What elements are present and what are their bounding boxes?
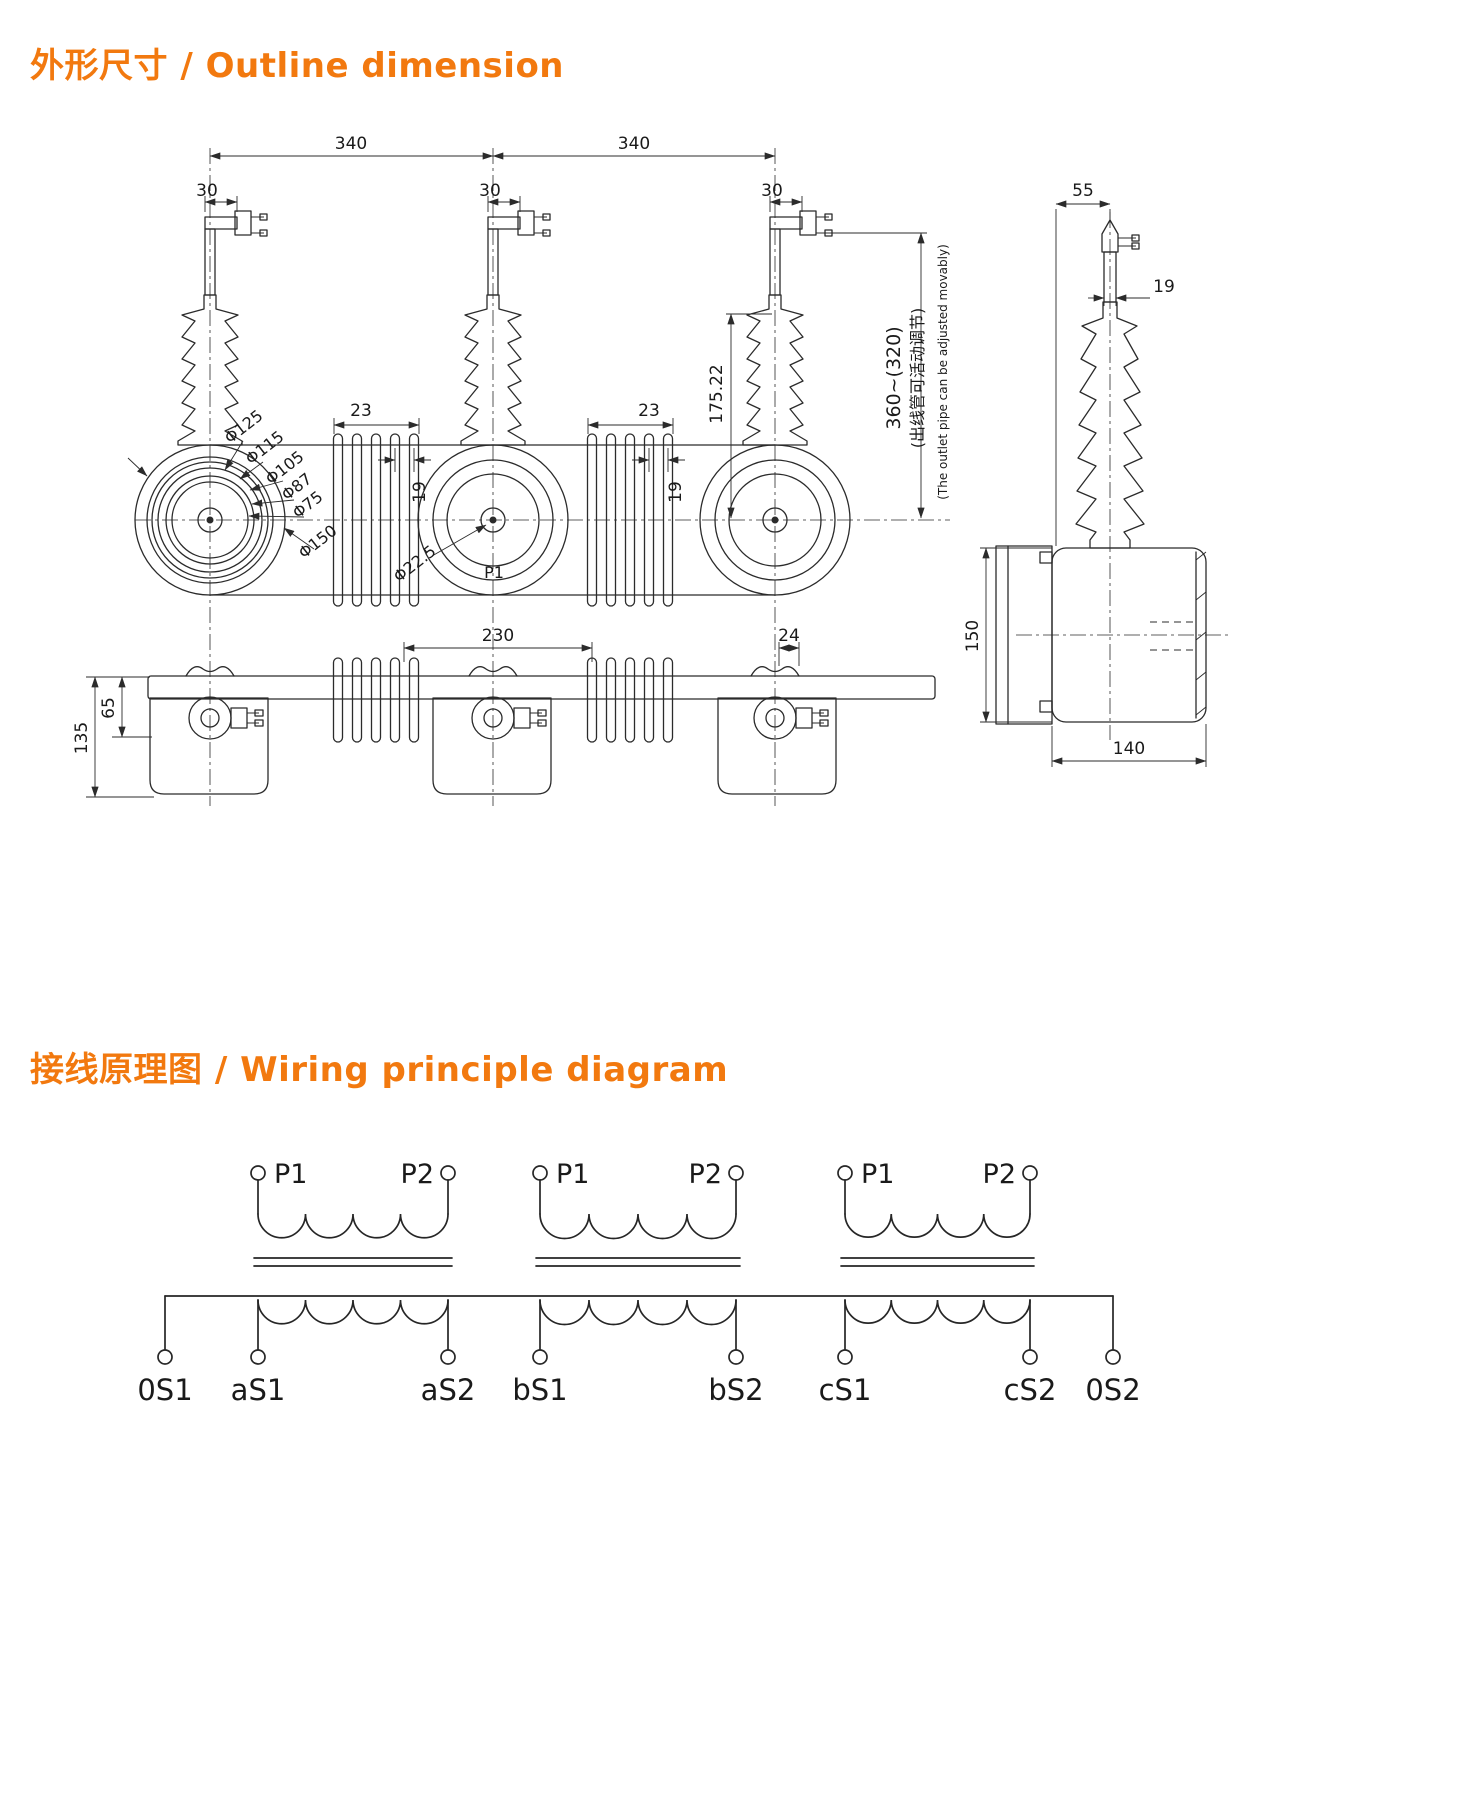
center-lines <box>135 148 1230 806</box>
unit-a-p1-label: P1 <box>274 1159 307 1190</box>
front-view <box>134 210 851 607</box>
p1-terminal-mark: P1 <box>484 563 504 582</box>
unit-b-p1-label: P1 <box>556 1159 589 1190</box>
dim-offset-1: 30 <box>196 181 218 201</box>
terminal-cs2: cS2 <box>1004 1373 1057 1407</box>
dim-span-left: 340 <box>335 134 367 154</box>
dim-offset-3: 30 <box>761 181 783 201</box>
dim-fin-group-2: 23 <box>638 401 660 421</box>
terminal-bs2: bS2 <box>708 1373 763 1407</box>
dim-adjust-range: 360~(320) <box>883 326 905 429</box>
wiring-principle-diagram: P1 P2 P1 P2 P1 P2 0S1 aS1 aS2 bS1 bS2 <box>137 1159 1140 1407</box>
wiring-unit-a: P1 P2 <box>250 1159 456 1365</box>
terminal-0s2: 0S2 <box>1085 1373 1140 1407</box>
adjust-note-en: (The outlet pipe can be adjusted movably… <box>936 244 950 500</box>
front-unit-1-core <box>134 444 286 596</box>
dim-bottom-65: 65 <box>99 697 119 719</box>
terminal-bs1: bS1 <box>512 1373 567 1407</box>
terminal-as2: aS2 <box>421 1373 476 1407</box>
dim-bottom-135: 135 <box>72 722 92 754</box>
front-unit-2-core <box>417 444 569 596</box>
dim-offset-2: 30 <box>479 181 501 201</box>
unit-a-p2-label: P2 <box>401 1159 434 1190</box>
terminal-cs1: cS1 <box>819 1373 872 1407</box>
dim-side-140: 140 <box>1113 739 1145 759</box>
wiring-unit-c: P1 P2 <box>837 1159 1038 1365</box>
dim-bottom-230: 230 <box>482 626 514 646</box>
wiring-terminal-labels: 0S1 aS1 aS2 bS1 bS2 cS1 cS2 0S2 <box>137 1373 1140 1407</box>
unit-b-p2-label: P2 <box>689 1159 722 1190</box>
outline-dimension-drawing: 340 340 30 30 30 23 23 19 19 175.22 360~… <box>72 134 1230 806</box>
wiring-section-title: 接线原理图 / Wiring principle diagram <box>30 1050 729 1090</box>
wiring-unit-b: P1 P2 <box>532 1159 744 1365</box>
outline-section-title: 外形尺寸 / Outline dimension <box>30 46 565 86</box>
dim-fin-pitch-2: 19 <box>666 481 686 503</box>
front-bushings <box>177 210 833 446</box>
dim-span-right: 340 <box>618 134 650 154</box>
dim-bottom-24: 24 <box>778 626 800 646</box>
dim-side-55: 55 <box>1072 181 1094 201</box>
dim-side-19: 19 <box>1153 277 1175 297</box>
side-view-dimensions: 55 19 150 140 <box>963 181 1207 767</box>
wiring-secondary-bus <box>157 1295 1121 1365</box>
unit-c-p1-label: P1 <box>861 1159 894 1190</box>
bottom-bellows-group-1 <box>332 657 420 743</box>
terminal-as1: aS1 <box>231 1373 286 1407</box>
dim-side-150: 150 <box>963 620 983 652</box>
unit-c-p2-label: P2 <box>983 1159 1016 1190</box>
bottom-view-dimensions: 230 24 65 135 <box>72 626 800 798</box>
dim-fin-pitch-1: 19 <box>410 481 430 503</box>
side-view <box>995 219 1207 725</box>
bottom-bellows-group-2 <box>586 657 674 743</box>
adjust-note-cn: (出线管可活动调节) <box>908 308 927 449</box>
dim-height-175: 175.22 <box>707 364 727 423</box>
dim-fin-group-1: 23 <box>350 401 372 421</box>
terminal-0s1: 0S1 <box>137 1373 192 1407</box>
bottom-view <box>147 657 936 795</box>
